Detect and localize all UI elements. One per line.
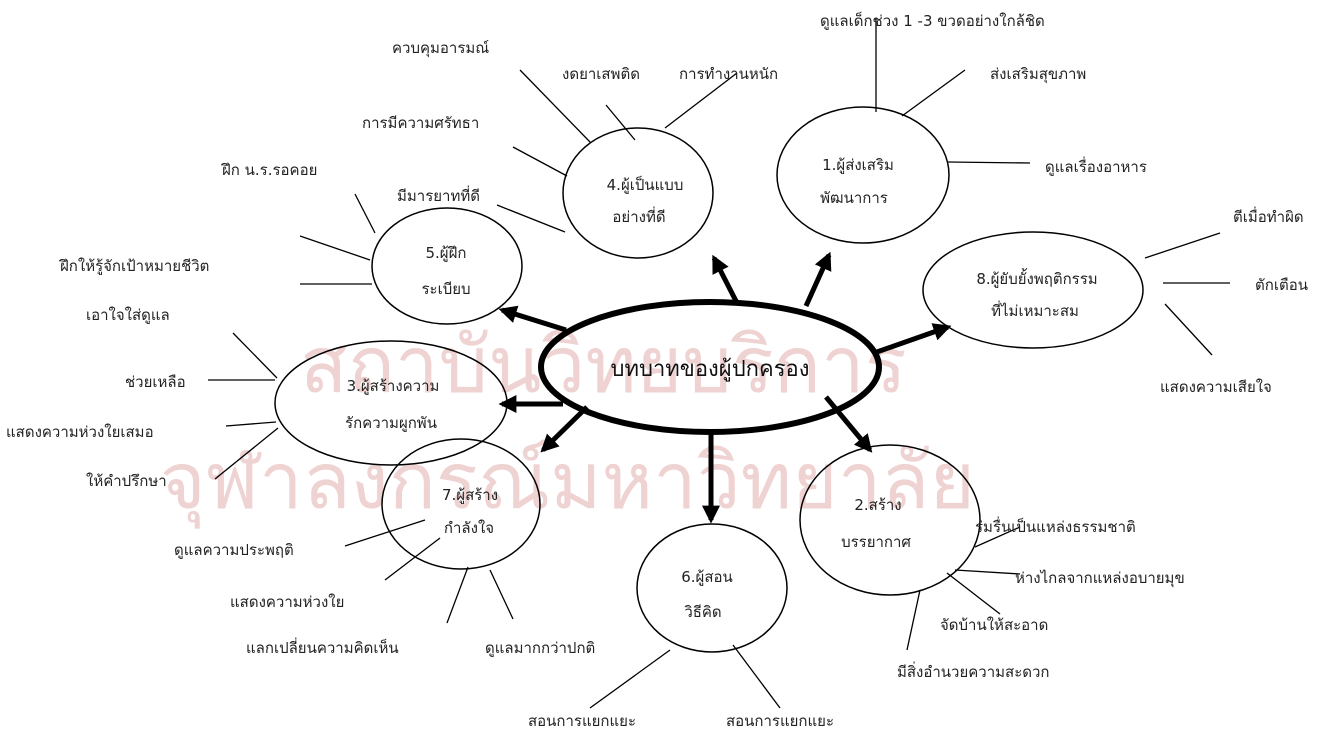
- node-6-ellipse: [636, 523, 788, 653]
- leaf-label: งดยาเสพติด: [562, 65, 640, 83]
- node-4-title: 4.ผู้เป็นแบบ: [607, 175, 684, 194]
- node-3-title: 3.ผู้สร้างความ: [347, 377, 440, 395]
- leaf-label: ดูแลเด็กช่วง 1 -3 ขวดอย่างใกล้ชิด: [820, 11, 1045, 30]
- node-6-subtitle: วิธีคิด: [684, 603, 722, 621]
- node-5-subtitle: ระเบียบ: [421, 280, 470, 298]
- node-8-ellipse: [922, 231, 1144, 349]
- leaf-label: ส่งเสริมสุขภาพ: [990, 65, 1086, 84]
- leaf-label: ฝึกให้รู้จักเป้าหมายชีวิต: [58, 257, 209, 275]
- node-5-title: 5.ผู้ฝึก: [426, 244, 467, 262]
- center-node: บทบาทของผู้ปกครอง: [538, 299, 882, 435]
- arrows: [498, 251, 952, 524]
- watermark-line-2: จุฬาลงกรณ์มหาวิทยาลัย: [160, 437, 975, 529]
- leaf-label: ดูแลมากกว่าปกติ: [485, 639, 595, 657]
- leaf-label: ควบคุมอารมณ์: [392, 39, 489, 58]
- leaf-label: มีมารยาทที่ดี: [397, 185, 480, 205]
- leaf-label: การมีความศรัทธา: [362, 114, 479, 132]
- watermark-line-1: สถาบันวิทยบริการ: [300, 321, 907, 411]
- node-3-subtitle: รักความผูกพัน: [345, 414, 437, 432]
- node-4-ellipse: [562, 127, 714, 259]
- branch-lines: [208, 18, 1230, 709]
- leaf-label: แสดงความห่วงใย: [230, 593, 344, 611]
- center-ellipse: [538, 299, 882, 435]
- node-2-ellipse: [799, 444, 981, 596]
- leaf-label: แลกเปลี่ยนความคิดเห็น: [246, 637, 399, 657]
- node-4-subtitle: อย่างที่ดี: [612, 206, 665, 226]
- node-8-title: 8.ผู้ยับยั้งพฤติกรรม: [976, 268, 1097, 288]
- node-2-title: 2.สร้าง: [854, 496, 901, 514]
- leaf-label: ดูแลความประพฤติ: [174, 541, 294, 559]
- leaf-label: มีสิ่งอำนวยความสะดวก: [897, 661, 1050, 681]
- node-7-subtitle: กำลังใจ: [444, 519, 494, 537]
- leaf-label: แสดงความเสียใจ: [1160, 378, 1272, 396]
- node-3-ellipse: [274, 340, 508, 466]
- leaf-label: ช่วยเหลือ: [125, 373, 186, 391]
- leaf-label: ร่มรื่นเป็นแหล่งธรรมชาติ: [975, 516, 1136, 536]
- node-1-subtitle: พัฒนาการ: [820, 189, 888, 207]
- leaf-label: สอนการแยกแยะ: [528, 712, 636, 730]
- center-label: บทบาทของผู้ปกครอง: [611, 357, 810, 382]
- leaf-label: ตีเมื่อทำผิด: [1233, 206, 1304, 226]
- leaf-labels: ดูแลเด็กช่วง 1 -3 ขวดอย่างใกล้ชิด ส่งเสร…: [6, 11, 1308, 730]
- node-ellipses: [274, 106, 1144, 653]
- node-5-ellipse: [371, 207, 523, 325]
- node-7-title: 7.ผู้สร้าง: [442, 486, 498, 504]
- leaf-label: แสดงความห่วงใยเสมอ: [6, 423, 154, 441]
- node-6-title: 6.ผู้สอน: [681, 568, 733, 586]
- node-8-subtitle: ที่ไม่เหมาะสม: [991, 300, 1079, 320]
- node-labels: 1.ผู้ส่งเสริม พัฒนาการ 2.สร้าง บรรยากาศ …: [345, 156, 1098, 621]
- leaf-label: สอนการแยกแยะ: [726, 712, 834, 730]
- leaf-label: ห่างไกลจากแหล่งอบายมุข: [1015, 569, 1185, 588]
- node-7-ellipse: [381, 438, 541, 570]
- leaf-label: เอาใจใส่ดูแล: [86, 306, 170, 324]
- leaf-label: ฝึก น.ร.รอคอย: [220, 161, 317, 179]
- leaf-label: การทำงานหนัก: [679, 65, 778, 83]
- leaf-label: ตักเตือน: [1255, 276, 1308, 294]
- node-1-ellipse: [776, 106, 950, 244]
- node-1-title: 1.ผู้ส่งเสริม: [822, 156, 894, 174]
- leaf-label: ให้คำปรึกษา: [86, 472, 167, 490]
- watermark: สถาบันวิทยบริการ จุฬาลงกรณ์มหาวิทยาลัย: [160, 321, 975, 529]
- leaf-label: ดูแลเรื่องอาหาร: [1045, 156, 1147, 176]
- leaf-label: จัดบ้านให้สะอาด: [940, 616, 1048, 634]
- node-2-subtitle: บรรยากาศ: [841, 533, 911, 551]
